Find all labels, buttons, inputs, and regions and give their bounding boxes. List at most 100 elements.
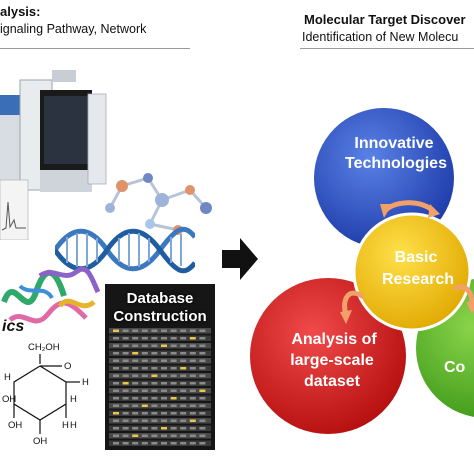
server-drive-slot — [199, 397, 206, 400]
server-drive-slot — [189, 427, 196, 430]
server-drive-slot — [199, 419, 206, 422]
server-drive-slot — [151, 397, 158, 400]
server-drive-slot — [132, 329, 139, 332]
server-drive-slot — [141, 412, 148, 415]
left-circle-line2: large-scale — [290, 352, 374, 369]
server-drive-slot — [132, 337, 139, 340]
server-drive-slot — [122, 389, 129, 392]
server-drive-slot — [113, 397, 119, 400]
server-drive-slot — [151, 374, 158, 377]
server-drive-slot — [180, 374, 187, 377]
server-drive-slot — [199, 367, 206, 370]
server-drive-slot — [180, 344, 187, 347]
server-drive-slot — [151, 434, 158, 437]
top-circle-line1: Innovative — [354, 135, 433, 152]
server-rack-unit — [109, 410, 211, 416]
server-drive-slot — [189, 397, 196, 400]
server-drive-slot — [122, 337, 129, 340]
server-drive-slot — [161, 344, 167, 347]
server-rack-unit — [109, 350, 211, 356]
arrow-right-curve — [453, 284, 474, 307]
server-drive-slot — [189, 359, 196, 362]
server-drive-slot — [161, 382, 167, 385]
server-drive-slot — [132, 427, 139, 430]
server-drive-slot — [180, 367, 187, 370]
server-drive-slot — [161, 412, 167, 415]
server-drive-slot — [199, 374, 206, 377]
server-rack-unit — [109, 425, 211, 431]
server-drive-slot — [113, 389, 119, 392]
server-drive-slot — [151, 404, 158, 407]
server-drive-slot — [151, 442, 158, 445]
sugar-label-oh-2: OH — [8, 420, 22, 431]
server-drive-slot — [122, 344, 129, 347]
server-drive-slot — [180, 359, 187, 362]
server-drive-slot — [122, 359, 129, 362]
basic-research-circle — [352, 212, 472, 332]
server-drive-slot — [170, 374, 177, 377]
server-drive-slot — [141, 442, 148, 445]
server-drive-slot — [180, 404, 187, 407]
sugar-label-ch2oh: CH₂OH — [28, 342, 60, 353]
server-drive-slot — [161, 389, 167, 392]
server-drive-slot — [113, 337, 119, 340]
server-rack-unit — [109, 328, 211, 334]
server-rack-unit — [109, 335, 211, 341]
server-drive-slot — [122, 397, 129, 400]
server-drive-slot — [180, 382, 187, 385]
server-drive-slot — [113, 352, 119, 355]
server-drive-slot — [132, 397, 139, 400]
mass-spectrometer-image — [0, 70, 107, 240]
server-drive-slot — [199, 427, 206, 430]
sugar-label-o: O — [64, 361, 71, 372]
server-drive-slot — [151, 337, 158, 340]
server-drive-slot — [122, 412, 129, 415]
server-drive-slot — [161, 427, 167, 430]
server-drive-slot — [199, 337, 206, 340]
arrowhead-top-right — [428, 204, 440, 218]
server-drive-slot — [113, 419, 119, 422]
sugar-label-oh-3: OH — [33, 436, 47, 447]
left-circle-line3: dataset — [304, 373, 361, 390]
server-drive-slot — [199, 412, 206, 415]
left-header-title: alysis: — [0, 4, 41, 19]
right-arrow-icon — [222, 238, 258, 280]
sugar-label-oh-1: OH — [2, 394, 16, 405]
server-drive-slot — [113, 442, 119, 445]
server-drive-slot — [141, 352, 148, 355]
arrowhead-right — [466, 302, 474, 314]
server-drive-slot — [122, 442, 129, 445]
server-drive-slot — [180, 352, 187, 355]
center-circle-line2: Research — [382, 271, 454, 288]
server-drive-slot — [132, 434, 139, 437]
server-drive-slot — [122, 352, 129, 355]
server-drive-slot — [122, 329, 129, 332]
server-drive-slot — [161, 352, 167, 355]
server-drive-slot — [122, 404, 129, 407]
server-drive-slot — [170, 337, 177, 340]
server-drive-slot — [170, 419, 177, 422]
top-circle-line2: Technologies — [345, 155, 447, 172]
server-drive-slot — [189, 344, 196, 347]
server-drive-slot — [189, 389, 196, 392]
server-drive-slot — [180, 389, 187, 392]
server-drive-slot — [170, 434, 177, 437]
server-drive-slot — [170, 367, 177, 370]
server-drive-slot — [199, 434, 206, 437]
server-drive-slot — [161, 374, 167, 377]
server-rack-unit — [109, 440, 211, 446]
server-drive-slot — [180, 419, 187, 422]
server-drive-slot — [113, 434, 119, 437]
right-header-divider — [300, 48, 474, 49]
server-drive-slot — [113, 329, 119, 332]
server-rack-unit — [109, 403, 211, 409]
server-drive-slot — [161, 367, 167, 370]
server-drive-slot — [189, 404, 196, 407]
server-drive-slot — [113, 412, 119, 415]
server-drive-slot — [189, 329, 196, 332]
server-drive-slot — [132, 419, 139, 422]
server-drive-slot — [199, 404, 206, 407]
right-circle-label: Co — [444, 359, 466, 376]
server-drive-slot — [141, 434, 148, 437]
server-drive-slot — [199, 442, 206, 445]
